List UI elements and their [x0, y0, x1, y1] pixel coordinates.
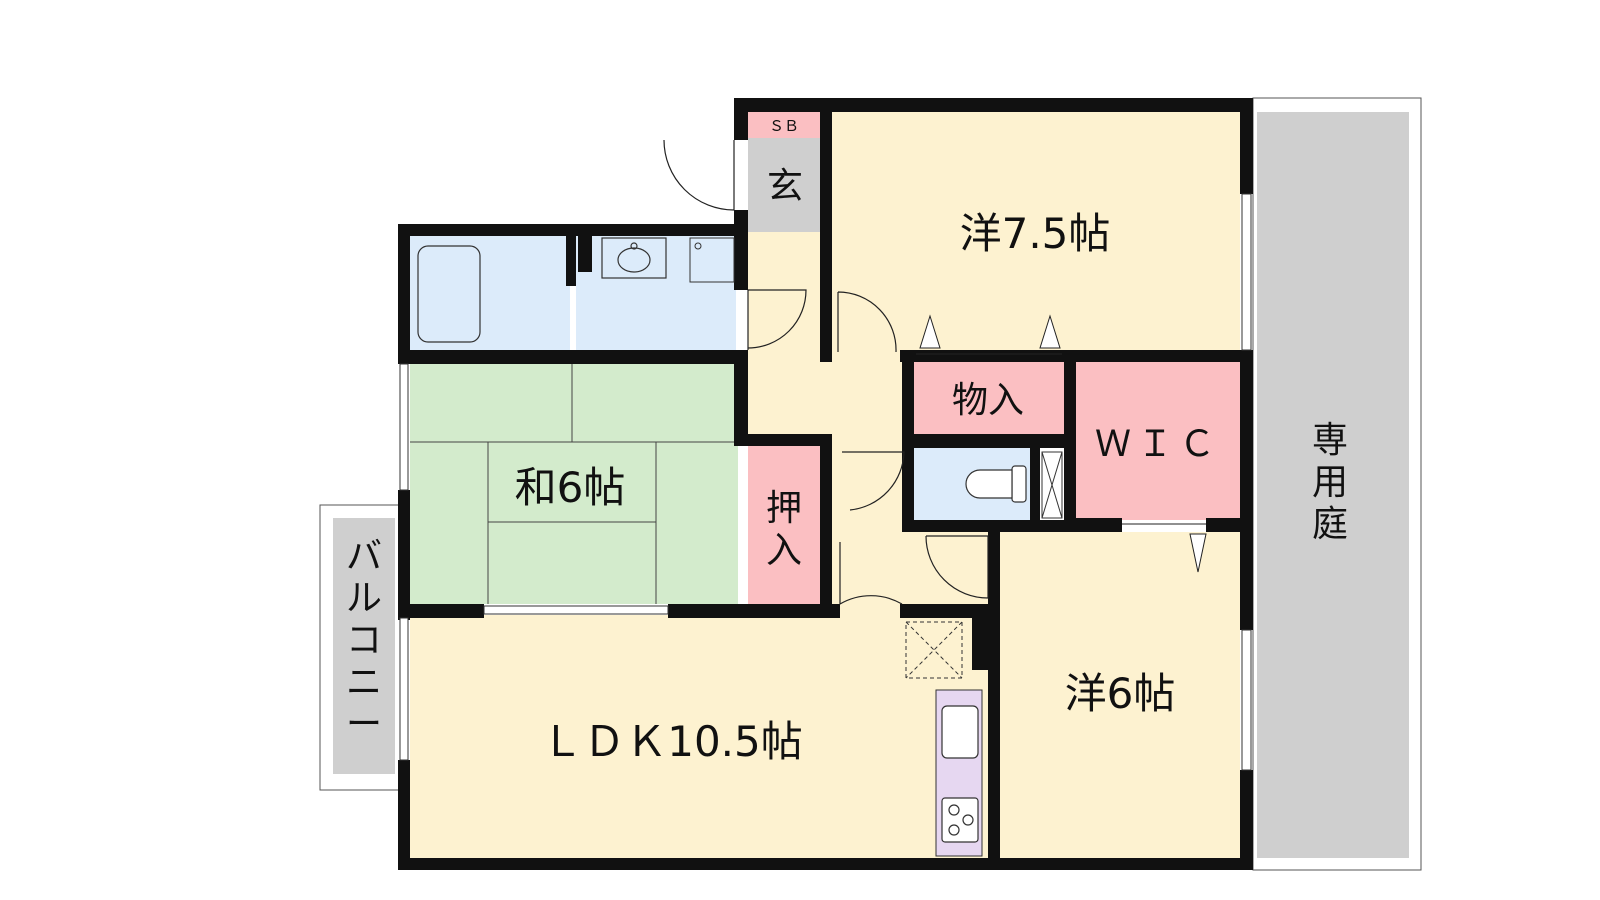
- room-label-western-2: 洋6帖: [1065, 669, 1176, 718]
- svg-text:入: 入: [766, 530, 802, 571]
- svg-text:バ: バ: [346, 536, 382, 577]
- svg-text:押: 押: [766, 488, 802, 529]
- room-label-japanese: 和6帖: [515, 463, 626, 512]
- closet-room: [748, 446, 820, 604]
- svg-text:用: 用: [1312, 462, 1348, 503]
- bathroom: [410, 236, 570, 350]
- door-swing-icon: [663, 139, 989, 606]
- room-japanese: [410, 362, 738, 604]
- washing-machine-space: [689, 237, 735, 283]
- shoebox-area: [748, 112, 820, 138]
- bathtub-icon: [417, 245, 481, 343]
- room-label-balcony: バ ル コ ニ ー: [346, 536, 382, 745]
- balcony: [319, 504, 401, 791]
- room-label-ldk: ＬＤＫ10.5帖: [541, 717, 803, 766]
- toilet-closet-marks: [1041, 451, 1063, 519]
- wic-room: [1076, 362, 1240, 520]
- room-label-western-1: 洋7.5帖: [960, 209, 1111, 258]
- windows: [399, 193, 1252, 771]
- storage-room: [914, 362, 1064, 434]
- svg-text:専: 専: [1312, 420, 1348, 461]
- room-label-closet: 押 入: [766, 488, 802, 571]
- washroom: [576, 236, 736, 350]
- walls: [398, 98, 1253, 870]
- fridge-space-icon: [905, 621, 963, 679]
- svg-text:ル: ル: [346, 578, 382, 619]
- washbasin-icon: [601, 237, 667, 279]
- room-label-garden: 専 用 庭: [1312, 420, 1348, 545]
- svg-text:庭: 庭: [1312, 504, 1348, 545]
- room-label-shoebox: ＳＢ: [769, 117, 799, 135]
- room-label-storage: 物入: [952, 380, 1024, 421]
- tatami-lines: [410, 362, 738, 604]
- svg-text:ニ: ニ: [346, 662, 382, 703]
- sink-icon: [941, 705, 979, 759]
- toilet-icon: [965, 465, 1027, 503]
- room-label-wic: ＷＩＣ: [1095, 424, 1221, 465]
- stove-icon: [941, 797, 979, 843]
- room-label-entrance: 玄: [767, 166, 803, 207]
- sliding-door-marks: [916, 314, 1207, 573]
- room-ldk: [410, 615, 1000, 858]
- svg-text:コ: コ: [346, 620, 382, 661]
- svg-text:ー: ー: [346, 704, 382, 745]
- room-western-2: [1000, 532, 1240, 858]
- private-garden: [1252, 97, 1422, 871]
